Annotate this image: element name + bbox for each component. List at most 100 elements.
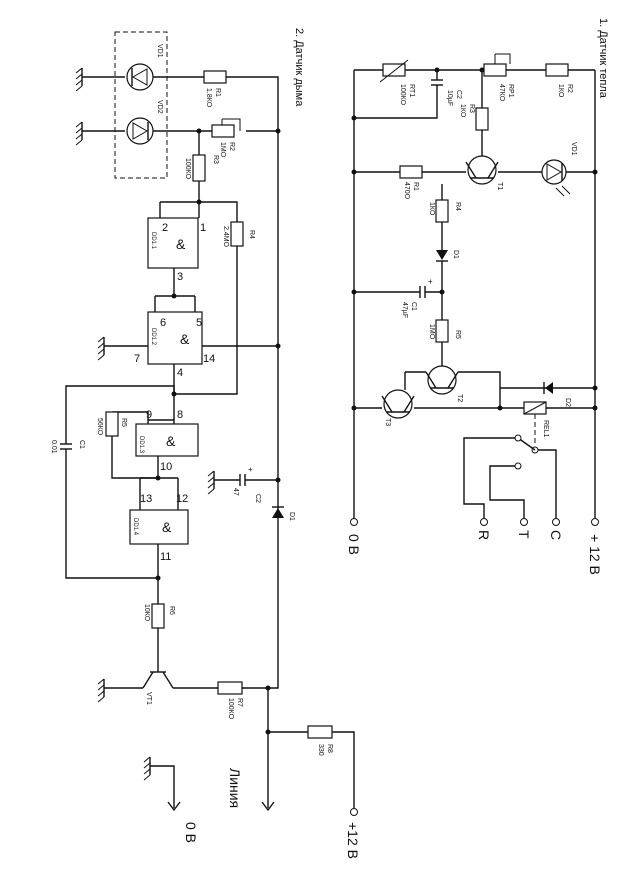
dd13-label: DD1.3 (138, 436, 144, 454)
r5-name: R5 (454, 330, 461, 339)
pin-9: 9 (146, 409, 152, 421)
c2-name: C2 (254, 494, 261, 503)
t3-transistor (383, 389, 413, 419)
r2-value: 1МО (219, 142, 226, 158)
heat-sensor-circuit: 1. Датчик тепла + 12 В 0 В RT1 100КО RP1… (346, 18, 609, 575)
pin-11: 11 (160, 551, 171, 563)
rp1-name: RP1 (507, 84, 514, 98)
ground-symbol-output (143, 756, 151, 781)
vd1-label: VD1 (156, 44, 163, 58)
rt1-value: 100КО (399, 84, 406, 106)
c1-value: 47µF (401, 302, 408, 318)
pin-6: 6 (160, 317, 166, 329)
plus12-terminal-smoke[interactable] (350, 808, 358, 816)
r1-name: R1 (214, 88, 221, 97)
t1-transistor (467, 155, 497, 185)
smoke-sensor-circuit: 2. Датчик дыма VD1 R1 1.8КО VD2 R2 1МО (50, 28, 361, 859)
r7-resistor (217, 681, 243, 695)
r4-value: 1КО (428, 202, 435, 216)
r2-potentiometer (211, 124, 235, 138)
r5-name: R5 (120, 418, 127, 427)
dd11-nand-gate (147, 217, 199, 269)
wire-c (538, 449, 557, 518)
svg-text:+: + (248, 465, 253, 474)
r3-value: 100КО (184, 158, 191, 180)
c1-name: C1 (78, 440, 85, 449)
pin-5: 5 (196, 317, 202, 329)
zero-terminal[interactable] (350, 518, 358, 526)
pin-3: 3 (177, 271, 183, 283)
r2-name: R2 (228, 142, 235, 151)
r1-value: 1.8КО (205, 88, 212, 108)
r6-name: R6 (168, 606, 175, 615)
r1-resistor (203, 70, 227, 84)
pin-7: 7 (134, 353, 140, 365)
plus12-terminal[interactable] (591, 518, 599, 526)
terminal-r-label: R (476, 530, 492, 540)
zero-label-smoke: 0 В (183, 822, 199, 843)
pin-1: 1 (200, 222, 206, 234)
rt1-arrow (379, 59, 409, 83)
terminal-c[interactable] (552, 518, 560, 526)
r7-name: R7 (236, 698, 243, 707)
r5-value: 56КО (96, 418, 103, 436)
terminal-r[interactable] (480, 518, 488, 526)
r2-value: 1КО (557, 84, 564, 98)
r6-resistor (151, 603, 165, 629)
svg-text:+: + (428, 277, 433, 286)
plus12-label-smoke: +12 В (345, 822, 361, 859)
r3-resistor (192, 154, 206, 182)
plus12-label: + 12 В (587, 534, 603, 575)
heat-title: 1. Датчик тепла (597, 18, 609, 99)
rp1-wiper (495, 53, 511, 64)
c1-value: 0.01 (50, 440, 57, 454)
r4-name: R4 (248, 230, 255, 239)
terminal-t-label: T (516, 530, 532, 539)
dd11-label: DD1.1 (150, 232, 156, 250)
c2-value: 47 (232, 488, 239, 496)
ground-symbol-vd1 (75, 67, 83, 92)
dd12-symbol: & (180, 331, 190, 347)
rt1-name: RT1 (408, 84, 415, 97)
r4-resistor (435, 199, 449, 223)
r6-value: 10КО (143, 604, 150, 622)
dd14-symbol: & (162, 519, 172, 535)
d2-diode (545, 382, 553, 394)
d1-diode (272, 508, 284, 518)
d1-label: D1 (452, 250, 459, 259)
optical-sensor-block (114, 31, 168, 179)
pin-14: 14 (203, 353, 215, 365)
vd1-label: VD1 (570, 142, 577, 156)
terminal-t[interactable] (520, 518, 528, 526)
r8-resistor (307, 725, 333, 739)
vd2-photodiode (126, 117, 154, 145)
r1-value: 470О (403, 182, 410, 200)
vd1-led (541, 159, 567, 185)
vd2-label: VD2 (156, 100, 163, 114)
c2-name: C2 (455, 90, 462, 99)
r2-resistor (545, 63, 569, 77)
ground-symbol-vt1 (97, 678, 105, 703)
rp1-potentiometer (483, 63, 507, 77)
r2-name: R2 (566, 84, 573, 93)
pin-2: 2 (162, 222, 168, 234)
pin-8: 8 (177, 409, 183, 421)
wire-t (489, 465, 525, 518)
rp1-value: 47КО (498, 84, 505, 102)
wire-r (463, 437, 515, 518)
r3-name: R3 (212, 155, 219, 164)
r7-value: 100КО (227, 698, 234, 720)
r3-name: R3 (468, 104, 475, 113)
dd13-symbol: & (166, 433, 176, 449)
r8-value: 330 (317, 744, 324, 756)
smoke-title: 2. Датчик дыма (293, 28, 305, 107)
c2-value: 10µF (446, 90, 453, 106)
dd14-label: DD1.4 (132, 518, 138, 536)
rt1-thermistor (382, 63, 406, 77)
r1-name: R1 (412, 182, 419, 191)
terminal-c-label: C (548, 530, 564, 540)
vt1-label: VT1 (145, 692, 152, 705)
pin-12: 12 (176, 493, 188, 505)
vd1-led (126, 63, 154, 91)
